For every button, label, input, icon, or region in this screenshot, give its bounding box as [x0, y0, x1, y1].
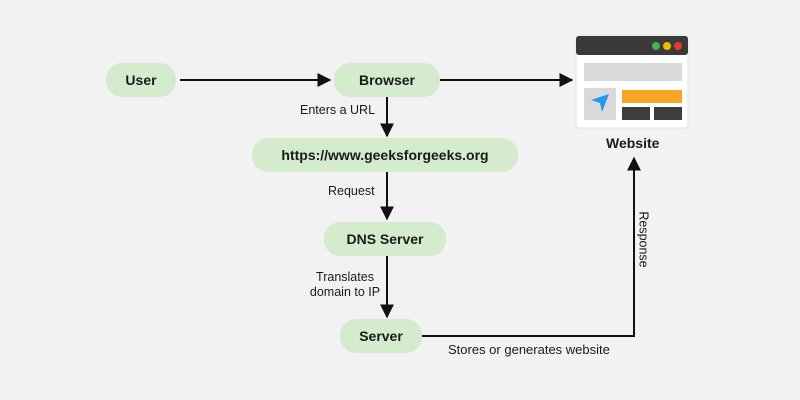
website-orange-bar [622, 90, 682, 103]
user-node: User [106, 63, 176, 97]
website-dark-block-left [622, 107, 650, 120]
stores-generates-label: Stores or generates website [448, 342, 610, 357]
dns-server-node: DNS Server [324, 222, 446, 256]
request-label: Request [328, 184, 375, 198]
translates-label: Translates domain to IP [306, 270, 384, 300]
url-node: https://www.geeksforgeeks.org [252, 138, 518, 172]
window-dot-red-icon [674, 42, 682, 50]
enters-url-label: Enters a URL [300, 103, 376, 117]
window-dot-green-icon [652, 42, 660, 50]
website-caption: Website [606, 135, 660, 151]
website-header-placeholder [584, 63, 682, 81]
translates-label-line2: domain to IP [309, 285, 381, 299]
website-titlebar [576, 36, 688, 55]
arrow-server-to-website [422, 156, 641, 337]
navigation-arrow-icon [591, 94, 609, 112]
window-dot-yellow-icon [663, 42, 671, 50]
website-image-placeholder [584, 88, 616, 120]
server-node: Server [340, 319, 422, 353]
website-dark-block-right [654, 107, 682, 120]
translates-label-line1: Translates [316, 270, 374, 284]
browser-node: Browser [334, 63, 440, 97]
